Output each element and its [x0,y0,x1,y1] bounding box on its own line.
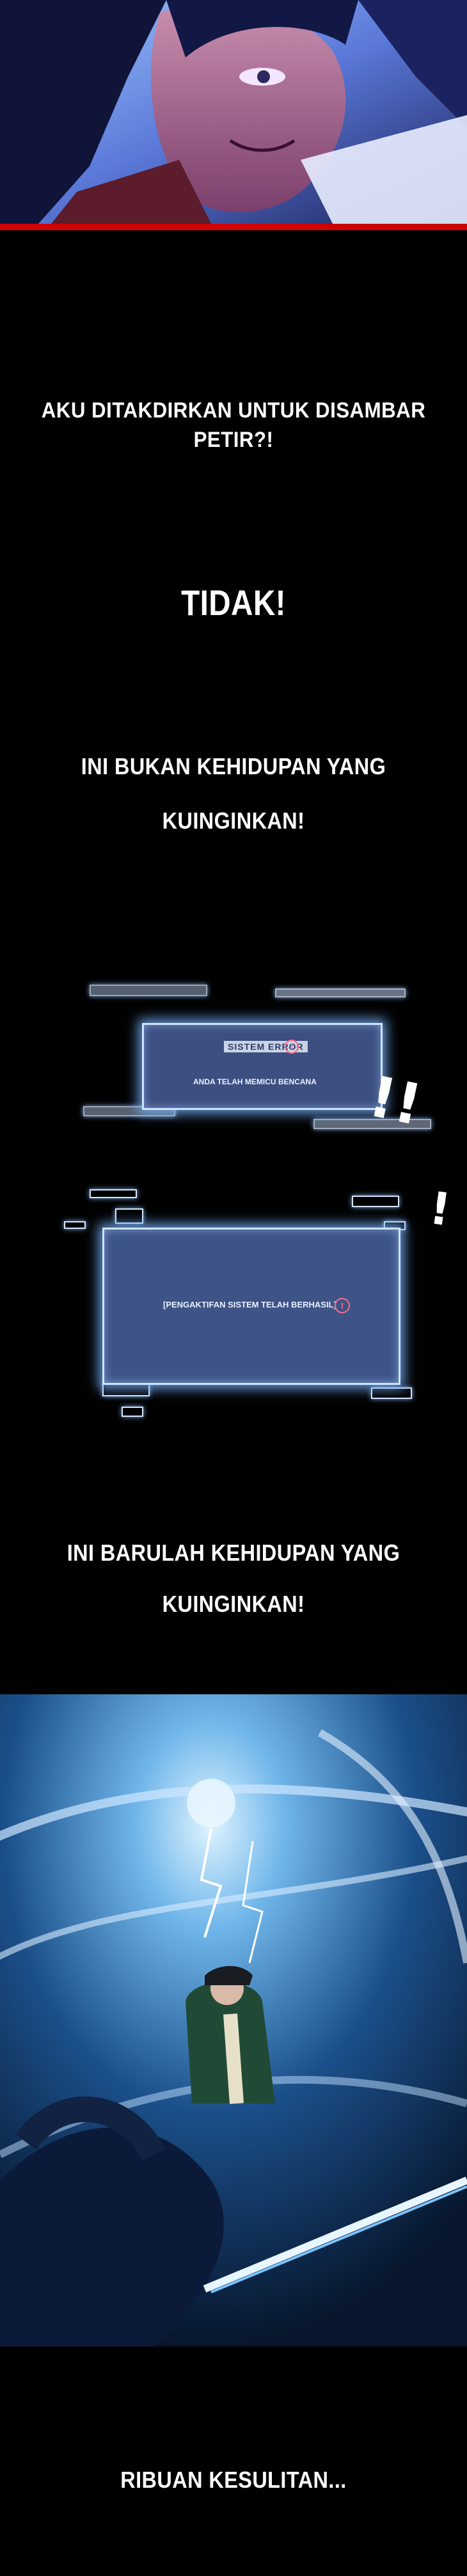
caption-tidak: TIDAK! [181,582,286,623]
alert-circle-icon: ! [285,1040,299,1054]
lightning-battle-illustration [0,1694,467,2346]
lightning-battle-panel [0,1694,467,2346]
glitch-fragment [90,985,207,996]
glitch-fragment [64,1221,86,1229]
caption-line3b: KUINGINKAN! [162,808,305,834]
sfx-exclamation-small: ! [426,1182,454,1237]
system-activation-box [102,1228,400,1385]
glitch-fragment [371,1387,412,1399]
glitch-fragment [275,988,406,997]
system-activation-message: [PENGAKTIFAN SISTEM TELAH BERHASIL] [163,1300,336,1309]
system-error-message: ANDA TELAH MEMICU BENCANA [193,1077,317,1086]
face-closeup-illustration [0,0,467,230]
alert-circle-icon: ! [335,1298,350,1313]
caption-line4b: KUINGINKAN! [162,1591,305,1617]
glitch-fragment [352,1196,399,1207]
caption-line5: RIBUAN KESULITAN... [120,2467,347,2493]
system-glitch-panel: SISTEM ERROR ! ANDA TELAH MEMICU BENCANA [83,959,431,1164]
face-closeup-panel [0,0,467,230]
system-activation-panel: [PENGAKTIFAN SISTEM TELAH BERHASIL] ! [64,1170,422,1439]
glitch-fragment [313,1119,431,1129]
system-error-box [142,1023,383,1110]
caption-line1: AKU DITAKDIRKAN UNTUK DISAMBAR PETIR?! [41,398,426,452]
caption-line3a: INI BUKAN KEHIDUPAN YANG [81,753,386,779]
caption-line4a: INI BARULAH KEHIDUPAN YANG [67,1540,400,1566]
glitch-fragment [90,1189,137,1198]
glitch-fragment [115,1208,143,1224]
glitch-fragment [122,1407,143,1417]
